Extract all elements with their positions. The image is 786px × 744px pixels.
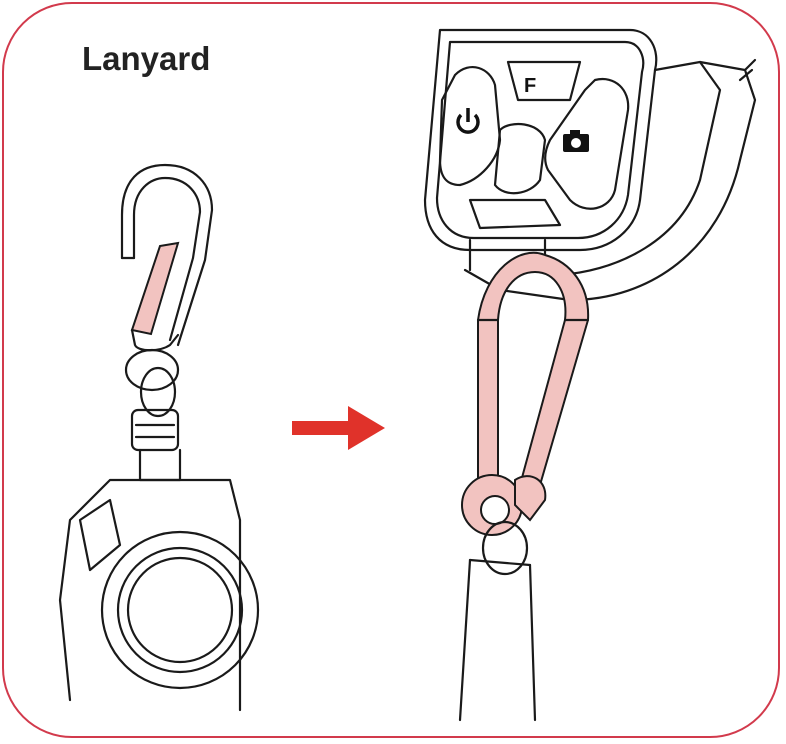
function-button[interactable] (506, 60, 582, 102)
camera-button[interactable] (544, 77, 630, 210)
right-arrow-icon (292, 406, 385, 450)
illustration-frame (2, 2, 780, 738)
page-title: Lanyard (82, 40, 211, 77)
power-button[interactable] (438, 65, 502, 187)
left-lanyard (58, 163, 260, 712)
camera-icon (563, 130, 589, 152)
camera-device: F (423, 28, 757, 302)
right-carabiner (458, 251, 590, 722)
left-carabiner-gate-highlight (130, 241, 180, 336)
function-label: F (524, 75, 536, 97)
power-icon (456, 108, 480, 134)
